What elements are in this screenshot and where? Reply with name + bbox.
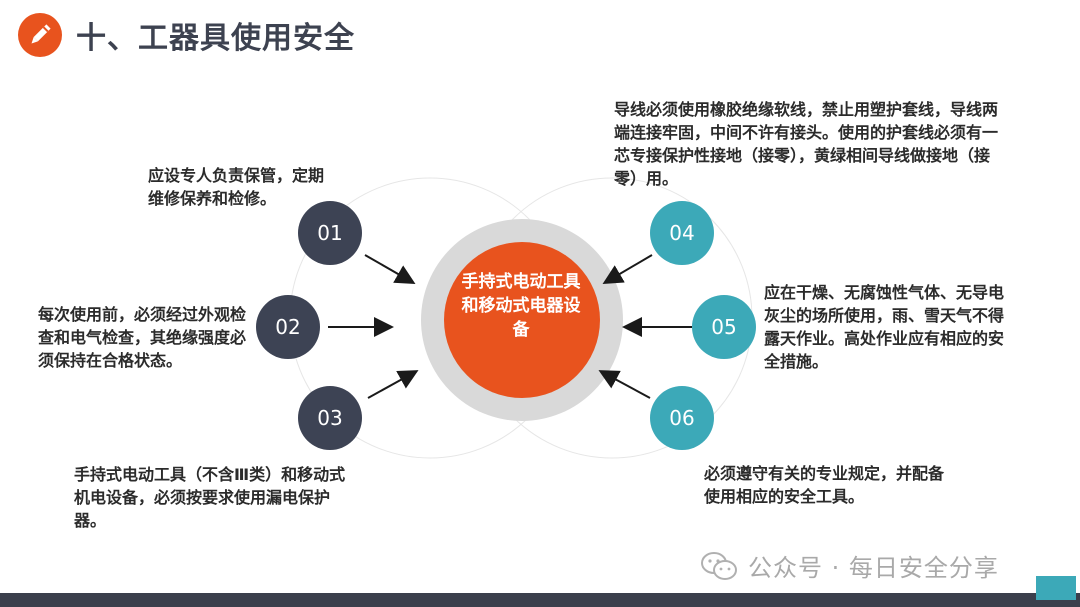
watermark: 公众号 · 每日安全分享 bbox=[700, 548, 999, 583]
pencil-icon bbox=[18, 13, 62, 57]
node-05: 05 bbox=[692, 295, 756, 359]
node-03: 03 bbox=[298, 386, 362, 450]
footer-bar bbox=[0, 593, 1080, 607]
node-01: 01 bbox=[298, 201, 362, 265]
item-text-01: 应设专人负责保管，定期维修保养和检修。 bbox=[148, 166, 325, 208]
watermark-text: 公众号 · 每日安全分享 bbox=[748, 554, 999, 582]
arrow-06 bbox=[598, 370, 651, 399]
center-circle bbox=[444, 242, 600, 398]
center-label: 手持式电动工具和移动式电器设备 bbox=[461, 272, 581, 340]
footer-accent-box bbox=[1036, 576, 1076, 600]
item-text-05: 应在干燥、无腐蚀性气体、无导电灰尘的场所使用，雨、雪天气不得露天作业。高处作业应… bbox=[764, 283, 1005, 371]
node-02: 02 bbox=[256, 295, 320, 359]
arrow-01 bbox=[364, 254, 416, 284]
wechat-icon bbox=[701, 551, 737, 580]
item-text-04: 导线必须使用橡胶绝缘软线，禁止用塑护套线，导线两端连接牢固，中间不许有接头。使用… bbox=[614, 100, 999, 188]
node-04: 04 bbox=[650, 201, 714, 265]
item-text-02: 每次使用前，必须经过外观检查和电气检查，其绝缘强度必须保持在合格状态。 bbox=[38, 305, 247, 370]
node-06: 06 bbox=[650, 386, 714, 450]
title-bar: 十、工器具使用安全 bbox=[18, 10, 355, 60]
item-text-06: 必须遵守有关的专业规定，并配备使用相应的安全工具。 bbox=[704, 464, 945, 506]
page-title: 十、工器具使用安全 bbox=[76, 21, 355, 56]
item-text-03: 手持式电动工具（不含Ⅲ类）和移动式机电设备，必须按要求使用漏电保护器。 bbox=[74, 465, 346, 530]
arrow-04 bbox=[602, 254, 653, 285]
arrow-03 bbox=[367, 370, 419, 399]
